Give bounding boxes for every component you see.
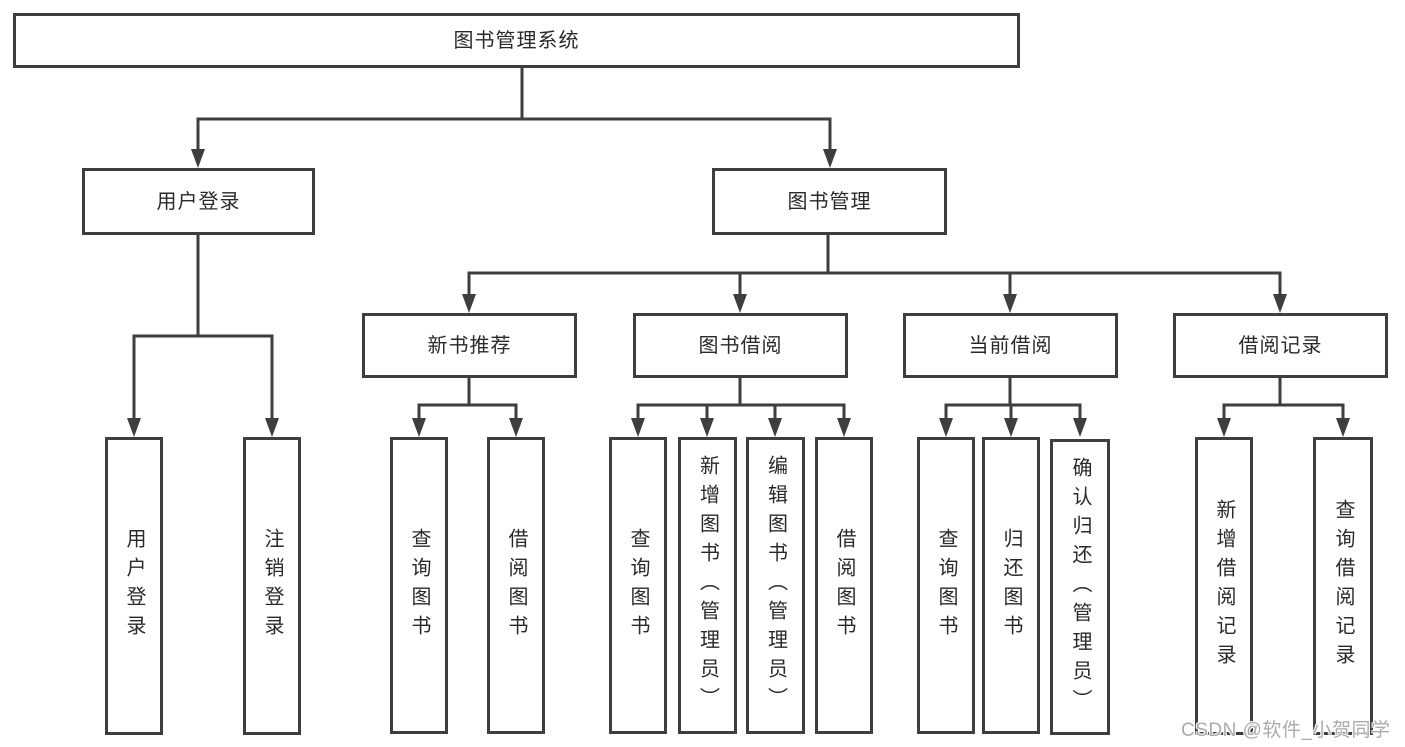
node-label: 借阅图书 (833, 527, 855, 644)
node-leaf-borrow-books-recommend: 借阅图书 (487, 437, 545, 734)
node-leaf-return-books: 归还图书 (982, 437, 1040, 734)
node-leaf-query-borrow-record: 查询借阅记录 (1313, 437, 1373, 735)
node-leaf-query-books-recommend: 查询图书 (390, 437, 448, 734)
node-current-borrowing: 当前借阅 (903, 313, 1118, 378)
node-leaf-logout: 注销登录 (243, 437, 301, 735)
node-book-borrowing: 图书借阅 (633, 313, 848, 378)
node-leaf-add-borrow-record: 新增借阅记录 (1195, 437, 1253, 735)
node-leaf-edit-book-admin: 编辑图书（管理员） (746, 437, 805, 734)
node-label: 确认归还（管理员） (1069, 456, 1091, 718)
node-label: 查询图书 (627, 527, 649, 644)
node-label: 查询图书 (935, 527, 957, 644)
node-label: 用户登录 (156, 190, 241, 213)
node-user-login: 用户登录 (82, 168, 315, 235)
node-label: 查询图书 (408, 527, 430, 644)
node-label: 新增图书（管理员） (696, 455, 719, 716)
node-label: 查询借阅记录 (1332, 499, 1354, 673)
node-label: 当前借阅 (968, 334, 1053, 357)
node-book-management: 图书管理 (712, 168, 947, 235)
node-leaf-query-books-borrowing: 查询图书 (609, 437, 667, 734)
node-leaf-confirm-return-admin: 确认归还（管理员） (1050, 439, 1110, 735)
node-label: 归还图书 (1000, 527, 1022, 644)
node-leaf-borrow-books: 借阅图书 (815, 437, 873, 734)
node-label: 新增借阅记录 (1213, 499, 1235, 673)
node-label: 图书借阅 (698, 334, 783, 357)
node-leaf-add-book-admin: 新增图书（管理员） (678, 437, 737, 734)
node-root: 图书管理系统 (13, 13, 1020, 68)
node-label: 用户登录 (123, 528, 145, 644)
node-new-book-recommend: 新书推荐 (362, 313, 577, 378)
node-label: 编辑图书（管理员） (764, 455, 787, 716)
node-label: 借阅图书 (505, 527, 527, 644)
node-borrow-records: 借阅记录 (1173, 313, 1388, 378)
node-label: 借阅记录 (1238, 334, 1323, 357)
node-label: 图书管理 (787, 190, 872, 213)
watermark: CSDN @软件_小贺同学 (1181, 720, 1391, 741)
node-label: 新书推荐 (427, 334, 512, 357)
node-label: 图书管理系统 (453, 29, 580, 52)
node-leaf-query-books-current: 查询图书 (917, 437, 975, 734)
node-label: 注销登录 (261, 528, 283, 644)
node-leaf-user-login: 用户登录 (105, 437, 163, 735)
